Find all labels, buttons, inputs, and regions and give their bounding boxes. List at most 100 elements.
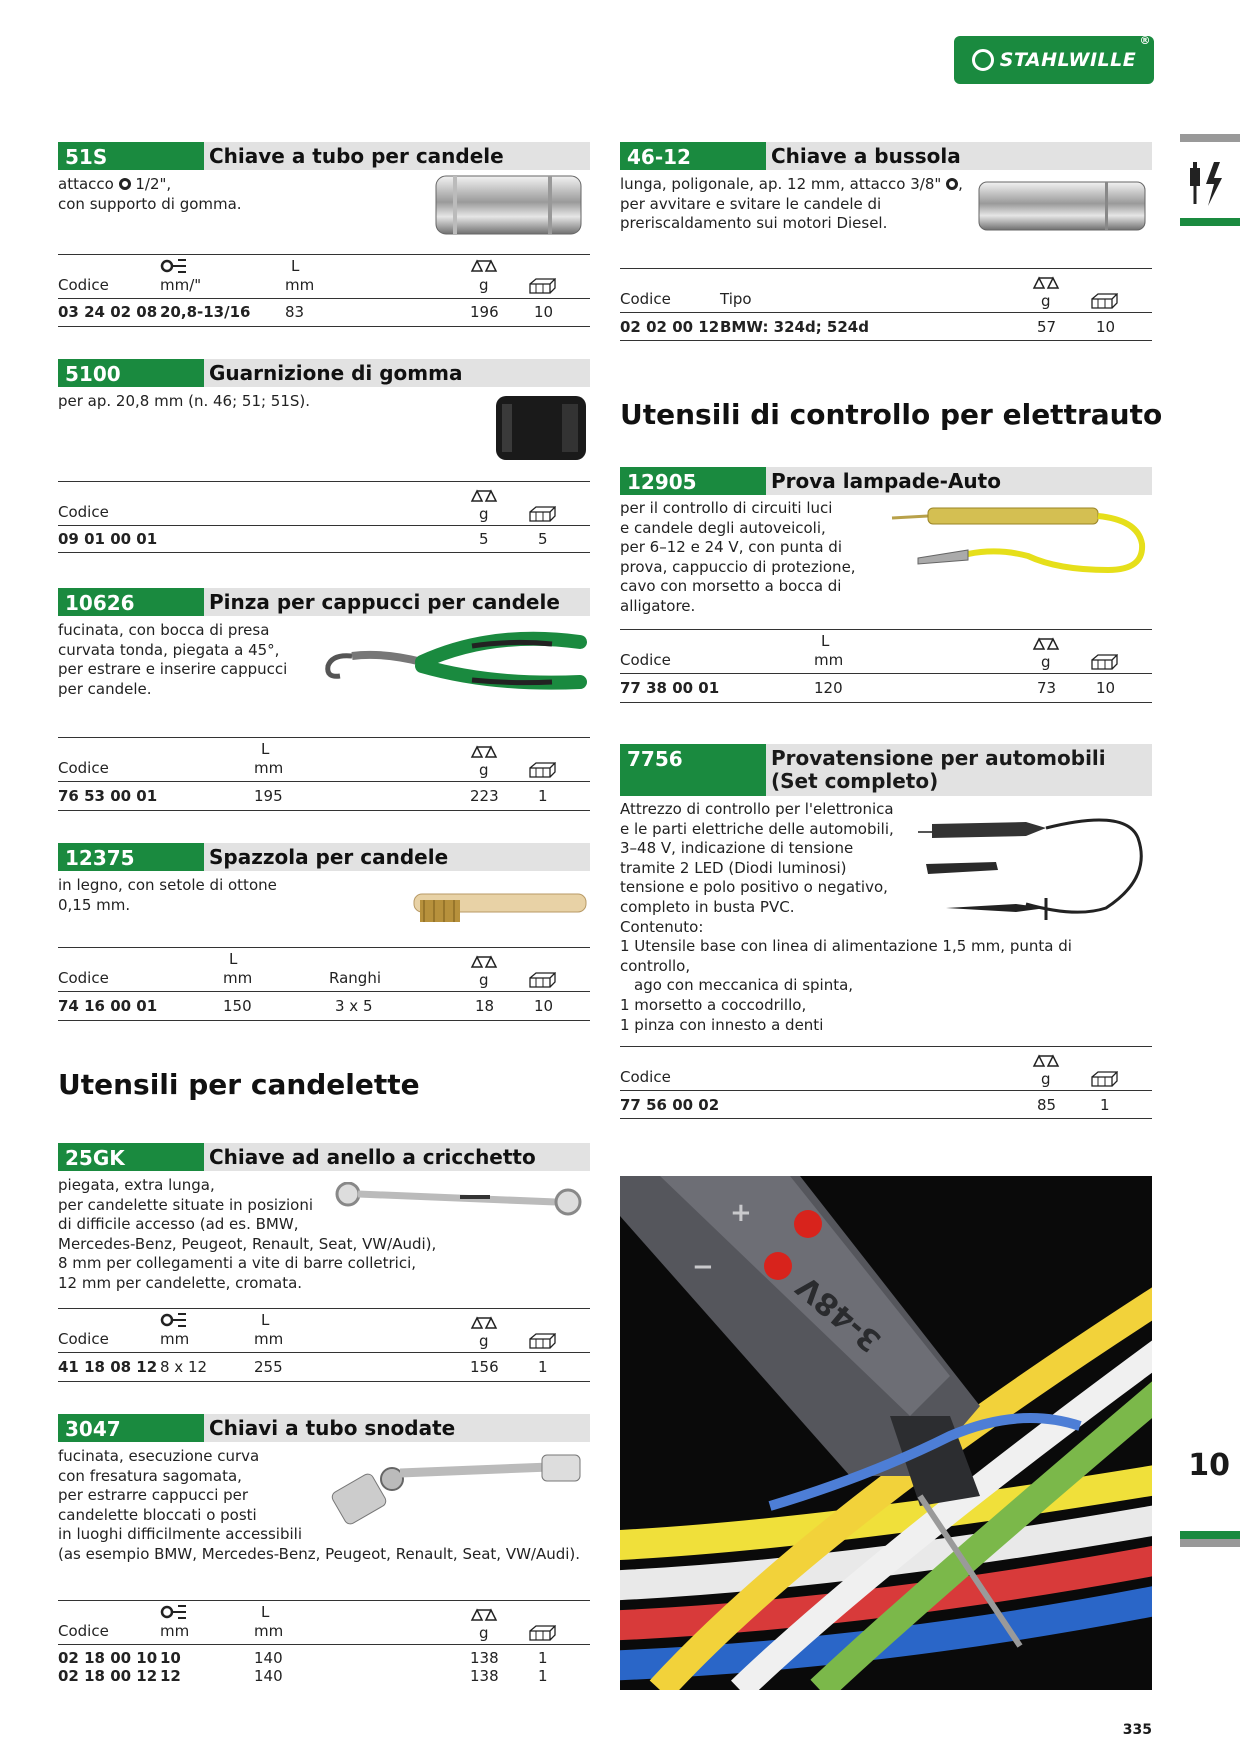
section-title: Spazzola per candele	[204, 843, 590, 871]
table-rule	[58, 1352, 590, 1353]
row-codice: 41 18 08 12	[58, 1358, 158, 1376]
desc-line: tramite 2 LED (Diodi luminosi)	[620, 858, 847, 877]
row-g: 57	[1037, 318, 1057, 336]
row-qty: 10	[534, 303, 554, 321]
row-qty: 5	[538, 530, 548, 548]
section-46-12-header: 46-12 Chiave a bussola	[620, 142, 1152, 170]
section-10626-header: 10626 Pinza per cappucci per candele	[58, 588, 590, 616]
desc-drive-size: 1/2",	[135, 175, 172, 193]
table-rule	[58, 810, 590, 811]
table-rule	[620, 702, 1152, 703]
row-L: 195	[254, 787, 283, 805]
square-drive-icon	[118, 178, 131, 190]
header-mm: mm	[254, 1330, 284, 1348]
weight-icon	[470, 259, 498, 277]
weight-icon	[1032, 276, 1060, 294]
section-5100-header: 5100 Guarnizione di gomma	[58, 359, 590, 387]
weight-icon	[470, 1608, 498, 1626]
section-25GK-desc: piegata, extra lunga, per candelette sit…	[58, 1176, 458, 1294]
side-bar-grey-2	[1180, 1539, 1240, 1547]
section-code: 25GK	[58, 1143, 204, 1171]
section-51S-desc: attacco 1/2", con supporto di gomma.	[58, 175, 358, 214]
table-rule	[58, 525, 590, 526]
desc-line: curvata tonda, piegata a 45°,	[58, 640, 280, 659]
package-qty-icon	[528, 506, 557, 526]
table-46-12: Codice Tipo g 02 02 00 12 BMW: 324d; 524…	[620, 268, 1152, 342]
desc-line: per estrarre cappucci per	[58, 1486, 249, 1505]
header-codice: Codice	[620, 651, 671, 669]
table-rule	[58, 947, 590, 948]
section-12905-desc: per il controllo di circuiti luci e cand…	[620, 499, 880, 617]
section-title: Chiave a tubo per candele	[204, 142, 590, 170]
wrench-size-icon	[160, 1312, 188, 1332]
voltage-tester-in-use-photo: + − 3-48V	[620, 1176, 1152, 1690]
row-tipo: BMW: 324d; 524d	[720, 318, 869, 336]
weight-icon	[470, 1316, 498, 1334]
table-51S: L Codice mm/" mm g 03 24 02 08 20,8-13/1…	[58, 254, 590, 332]
table-rule	[58, 737, 590, 738]
row-g: 196	[470, 303, 499, 321]
header-mm: mm	[814, 651, 844, 669]
table-rule	[58, 298, 590, 299]
desc-line: preriscaldamento sui motori Diesel.	[620, 214, 888, 233]
section-12375-desc: in legno, con setole di ottone 0,15 mm.	[58, 876, 358, 915]
row-qty: 10	[1096, 679, 1116, 697]
section-code: 10626	[58, 588, 204, 616]
row-qty: 10	[534, 997, 554, 1015]
table-3047: L Codice mm mm g 02 18 00 10 10 140 138 …	[58, 1600, 590, 1688]
section-code: 7756	[620, 744, 766, 796]
header-mm: mm	[160, 1330, 190, 1348]
desc-line: Attrezzo di controllo per l'elettronica	[620, 800, 894, 818]
row-qty: 1	[538, 1358, 548, 1376]
header-mm: mm	[254, 759, 284, 777]
header-g: g	[479, 971, 489, 989]
header-g: g	[479, 1332, 489, 1350]
plug-cap-pliers-image	[322, 626, 588, 708]
swivel-socket-wrench-image	[330, 1449, 588, 1529]
side-bar-green	[1180, 218, 1240, 226]
section-3047-header: 3047 Chiavi a tubo snodate	[58, 1414, 590, 1442]
square-drive-icon	[946, 178, 959, 190]
row-L: 255	[254, 1358, 283, 1376]
header-g: g	[1041, 1070, 1051, 1088]
row-ranghi: 3 x 5	[335, 997, 373, 1015]
table-rule	[58, 781, 590, 782]
brand-name: STAHLWILLE	[999, 49, 1137, 71]
section-12375-header: 12375 Spazzola per candele	[58, 843, 590, 871]
header-codice: Codice	[58, 759, 109, 777]
header-g: g	[479, 1624, 489, 1642]
row-L: 150	[223, 997, 252, 1015]
row-qty: 1	[538, 787, 548, 805]
header-L: L	[261, 1311, 270, 1329]
rubber-grommet-image	[492, 394, 588, 462]
desc-line: e candele degli autoveicoli,	[620, 518, 826, 537]
weight-icon	[470, 955, 498, 973]
package-qty-icon	[528, 762, 557, 782]
desc-line: 1 morsetto a coccodrillo,	[620, 995, 807, 1014]
section-title: Provatensione per automobili (Set comple…	[766, 744, 1152, 796]
row-g: 138	[470, 1649, 499, 1667]
header-L: L	[291, 257, 300, 275]
table-rule	[58, 552, 590, 553]
header-mm: mm	[285, 276, 315, 294]
desc-line: lunga, poligonale, ap. 12 mm, attacco	[620, 175, 906, 193]
section-title: Chiave ad anello a cricchetto	[204, 1143, 590, 1171]
row-L: 140	[254, 1667, 283, 1685]
desc-line: per 6–12 e 24 V, con punta di	[620, 538, 842, 557]
row-codice: 77 56 00 02	[620, 1096, 720, 1114]
desc-line: 3–48 V, indicazione di tensione	[620, 839, 854, 858]
table-rule	[58, 1600, 590, 1601]
row-g: 5	[479, 530, 489, 548]
desc-line: completo in busta PVC.	[620, 897, 795, 916]
header-tipo: Tipo	[720, 290, 752, 308]
desc-line: per il controllo di circuiti luci	[620, 499, 833, 517]
desc-line: in luoghi difficilmente accessibili	[58, 1525, 302, 1544]
table-5100: Codice g 09 01 00 01 5 5	[58, 481, 590, 555]
desc-line: 1 pinza con innesto a denti	[620, 1015, 824, 1034]
test-lamp-image	[888, 500, 1150, 590]
section-12905-header: 12905 Prova lampade-Auto	[620, 467, 1152, 495]
weight-icon	[1032, 1054, 1060, 1072]
section-3047-desc: fucinata, esecuzione curva con fresatura…	[58, 1447, 598, 1565]
desc-line: ago con meccanica di spinta,	[634, 976, 854, 995]
spark-plug-socket-image	[428, 170, 588, 240]
